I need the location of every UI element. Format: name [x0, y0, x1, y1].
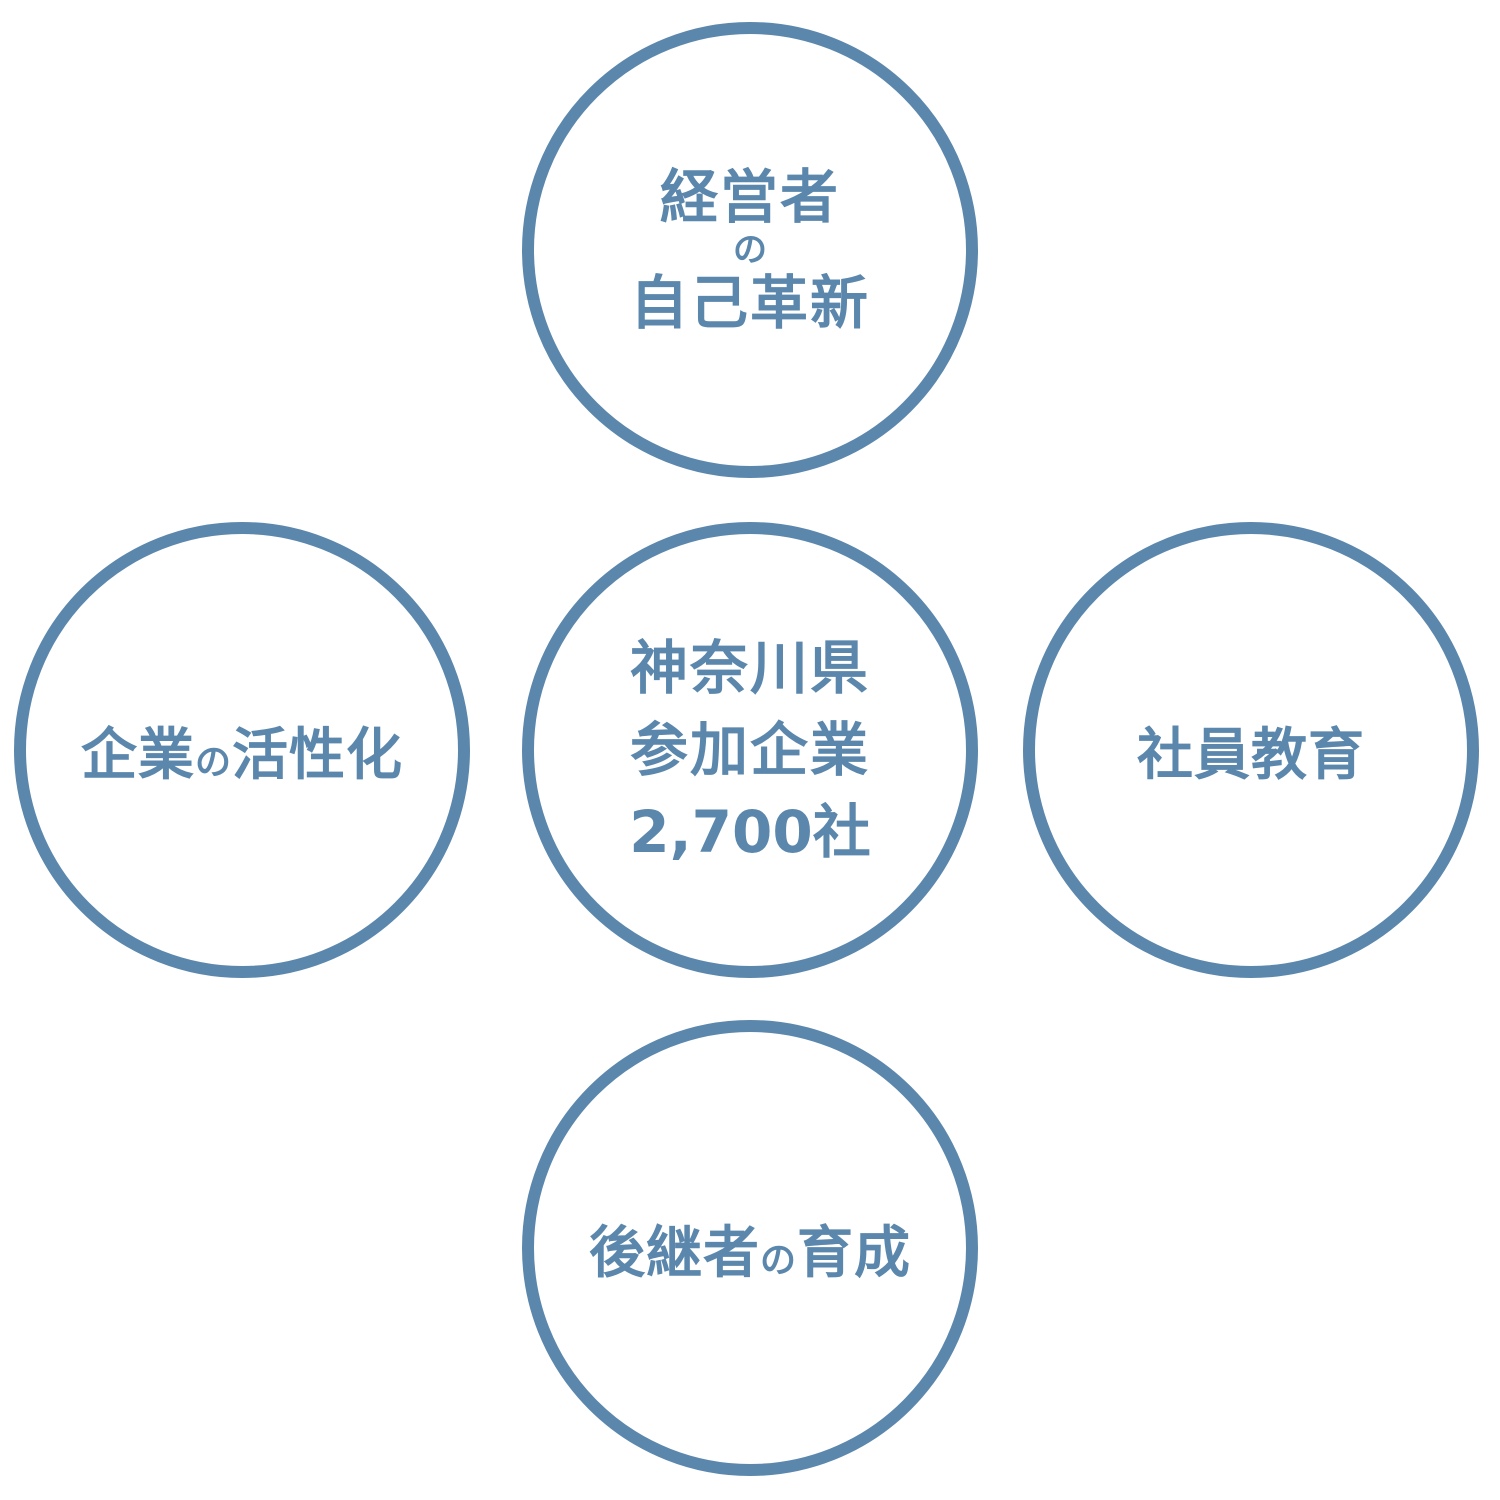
left-particle: の — [194, 741, 232, 783]
top-particle: の — [732, 230, 767, 270]
bottom-part-2: 育成 — [797, 1220, 911, 1286]
center-line-3: 2,700社 — [629, 798, 871, 866]
circle-left: 企業の活性化 — [14, 522, 470, 978]
center-line-2: 参加企業 — [629, 716, 870, 784]
bottom-particle: の — [759, 1239, 797, 1281]
circle-top-text: 経営者 の 自己革新 — [630, 164, 870, 336]
top-line-1: 経営者 — [659, 163, 840, 231]
circle-center-text: 神奈川県 参加企業 2,700社 — [629, 627, 870, 873]
circle-right: 社員教育 — [1023, 522, 1479, 978]
left-part-1: 企業 — [80, 722, 195, 788]
circle-right-text: 社員教育 — [1137, 710, 1365, 791]
circle-bottom: 後継者の育成 — [522, 1020, 978, 1476]
circle-top: 経営者 の 自己革新 — [522, 22, 978, 478]
circle-left-text: 企業の活性化 — [81, 710, 403, 791]
left-part-2: 活性化 — [232, 722, 403, 788]
bottom-part-1: 後継者 — [588, 1220, 760, 1286]
circle-bottom-text: 後継者の育成 — [589, 1208, 911, 1289]
center-line-1: 神奈川県 — [629, 634, 870, 702]
top-line-2: 自己革新 — [629, 269, 870, 337]
right-label: 社員教育 — [1137, 722, 1365, 788]
circle-center: 神奈川県 参加企業 2,700社 — [522, 522, 978, 978]
